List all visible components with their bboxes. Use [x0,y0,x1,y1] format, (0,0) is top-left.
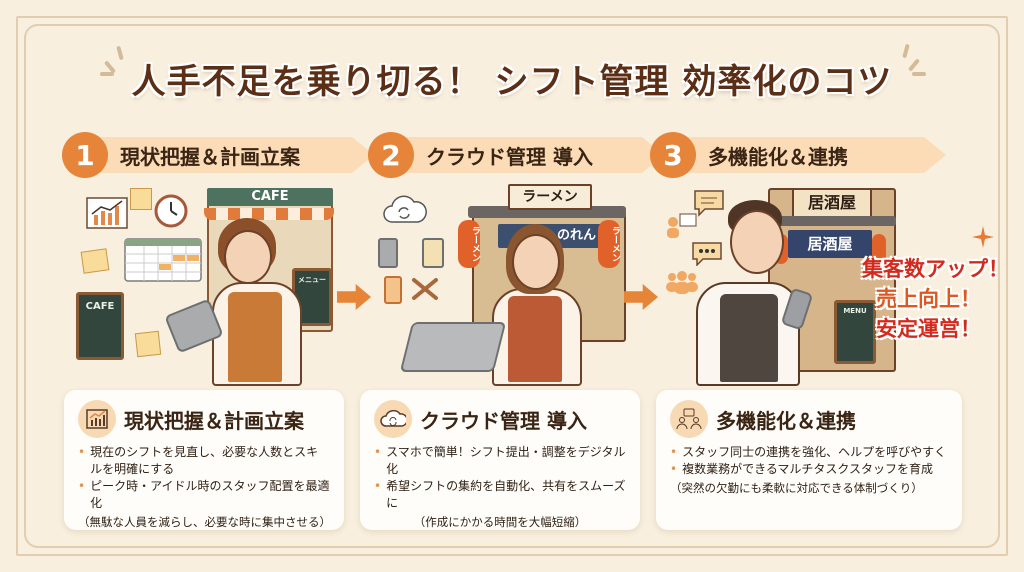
memo-icon [130,188,152,210]
step-1-header: 1 現状把握＆計画立案 [62,132,374,178]
chat-icon [694,190,724,217]
card-title: 多機能化＆連携 [716,408,856,433]
page-title-container: 人手不足を乗り切る！ シフト管理 効率化のコツ [0,52,1024,104]
apron [508,296,562,382]
page-title: 人手不足を乗り切る！ シフト管理 効率化のコツ [131,61,893,102]
card-bullet: •スマホで簡単！シフト提出・調整をデジタル化 [374,445,626,476]
sparkle-icon [912,72,926,76]
step-2-header: 2 クラウド管理 導入 [368,132,664,178]
results-callout: 集客数アップ！ 売上向上！ 安定運営！ [862,254,1022,344]
roof [764,216,896,226]
staff-face [224,230,272,284]
teacher-icon [667,213,697,238]
illustration-izakaya: 居酒屋 居酒屋 MENU [656,182,896,386]
step-3-header: 3 多機能化＆連携 [650,132,946,178]
chart-icon [78,400,116,438]
card-note: （突然の欠勤にも柔軟に対応できる体制づくり） [670,481,923,495]
step-number-badge: 3 [650,132,696,178]
sparkle-icon [100,72,114,76]
smartphone-icon [378,238,398,268]
menu-board: MENU [834,300,876,364]
cloud-sync-icon [383,195,427,223]
clock-icon [154,194,188,228]
card-bullet: •複数業務ができるマルチタスクスタッフを育成 [670,462,934,476]
memo-icon [80,248,110,274]
callout-line: 売上向上！ [876,287,981,311]
shop-sign: ラーメン [508,184,592,210]
lantern-left: ラーメン [458,220,480,268]
card-note: （作成にかかる時間を大幅短縮） [413,515,587,529]
sparkle-icon [972,226,994,248]
step-number-badge: 2 [368,132,414,178]
awning [204,208,334,220]
lantern-right: ラーメン [598,220,620,268]
staff-face [512,234,560,290]
step-banner: 現状把握＆計画立案 [98,137,374,173]
tablet-icon [422,238,444,268]
callout-line: 集客数アップ！ [862,257,1009,281]
card-bullet: •スタッフ同士の連携を強化、ヘルプを呼びやすく [670,445,947,459]
step-1-card: 現状把握＆計画立案 •現在のシフトを見直し、必要な人数とスキルを明確にする •ピ… [64,390,344,530]
noren-curtain: 居酒屋 [788,230,872,258]
calendar-icon [124,238,202,282]
menu-board: メニュー [292,268,332,326]
cloud-sync-icon [374,400,412,438]
chalkboard-sign: CAFE [76,292,124,360]
decorative-frame-outer [16,16,1008,556]
lantern-right [872,234,886,264]
callout-line: 安定運営！ [876,317,981,341]
ellipsis-chat-icon [692,242,722,266]
step-banner: 多機能化＆連携 [686,137,946,173]
step-3-card: 多機能化＆連携 •スタッフ同士の連携を強化、ヘルプを呼びやすく •複数業務ができ… [656,390,962,530]
card-bullet: •ピーク時・アイドル時のスタッフ配置を最適化 [78,479,330,510]
smartphone-icon [384,276,402,304]
decorative-frame-inner [24,24,1000,548]
tools-icon [412,278,438,300]
illustration-ramen: ラーメン のれん ラーメン ラーメン [372,182,642,386]
card-title: クラウド管理 導入 [420,408,587,433]
apron [720,294,778,382]
illustration-cafe: CAFE CAFE メニュー [62,182,342,386]
apron [228,292,282,382]
step-banner: クラウド管理 導入 [404,137,664,173]
step-2-card: クラウド管理 導入 •スマホで簡単！シフト提出・調整をデジタル化 •希望シフトの… [360,390,640,530]
laptop-icon [399,322,507,372]
staff-face [730,210,784,274]
card-title: 現状把握＆計画立案 [124,408,304,433]
card-bullet: •希望シフトの集約を自動化、共有をスムーズに [374,479,626,510]
card-note: （無駄な人員を減らし、必要な時に集中させる） [78,515,331,529]
chart-icon [86,197,128,229]
step-number-badge: 1 [62,132,108,178]
shop-sign: CAFE [207,188,333,206]
team-chat-icon [670,400,708,438]
team-icon [666,271,698,294]
shop-sign: 居酒屋 [792,188,872,218]
card-bullet: •現在のシフトを見直し、必要な人数とスキルを明確にする [78,445,319,476]
memo-icon [134,330,162,358]
